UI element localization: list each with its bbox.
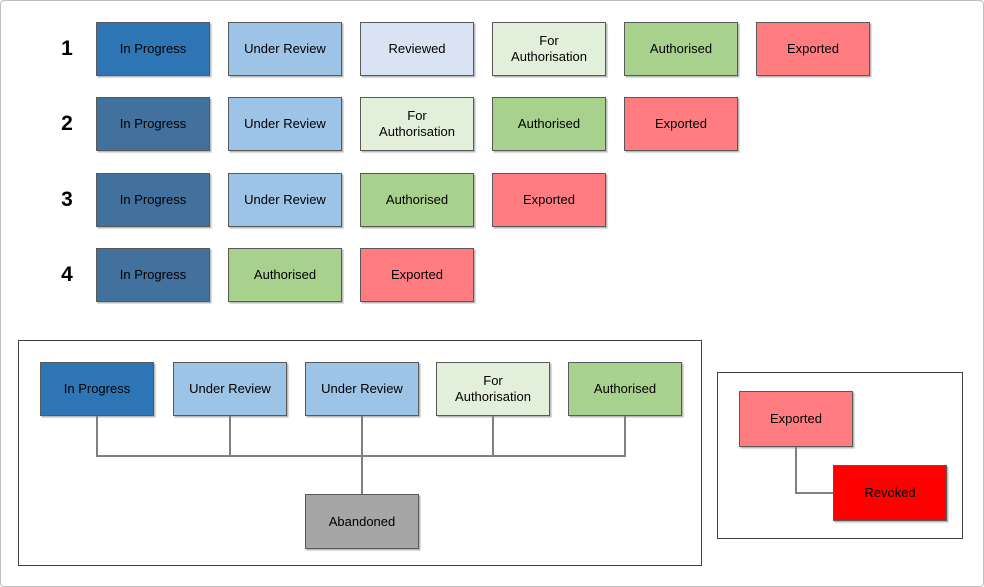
state-box-authorised: Authorised [568,362,682,416]
abandoned-group: In Progress Under Review Under Review For A… [18,340,702,566]
state-box-in-progress: In Progress [96,97,210,151]
row-number-2: 2 [61,112,73,135]
state-box-exported: Exported [739,391,853,447]
row-number-4: 4 [61,263,73,286]
state-box-authorised: Authorised [624,22,738,76]
connector-stub [492,416,494,455]
connector-stub [229,416,231,455]
state-box-under-review: Under Review [173,362,287,416]
connector-stub [361,416,363,455]
state-box-under-review: Under Review [228,97,342,151]
row-number-3: 3 [61,188,73,211]
connector-stub [96,416,98,455]
state-box-exported: Exported [624,97,738,151]
connector-elbow-vertical [795,447,797,493]
state-box-for-authorisation: For Authorisation [492,22,606,76]
connector-drop [361,455,363,494]
state-box-authorised: Authorised [360,173,474,227]
state-box-in-progress: In Progress [96,248,210,302]
state-box-for-authorisation: For Authorisation [436,362,550,416]
state-box-exported: Exported [756,22,870,76]
state-box-under-review: Under Review [305,362,419,416]
state-box-abandoned: Abandoned [305,494,419,549]
state-box-authorised: Authorised [228,248,342,302]
state-box-for-authorisation: For Authorisation [360,97,474,151]
state-box-exported: Exported [360,248,474,302]
state-box-exported: Exported [492,173,606,227]
row-number-1: 1 [61,37,73,60]
state-box-in-progress: In Progress [96,173,210,227]
state-box-in-progress: In Progress [96,22,210,76]
state-box-in-progress: In Progress [40,362,154,416]
connector-elbow-horizontal [795,492,834,494]
state-box-under-review: Under Review [228,22,342,76]
state-box-authorised: Authorised [492,97,606,151]
connector-stub [624,416,626,455]
state-box-revoked: Revoked [833,465,947,521]
state-box-under-review: Under Review [228,173,342,227]
state-box-reviewed: Reviewed [360,22,474,76]
